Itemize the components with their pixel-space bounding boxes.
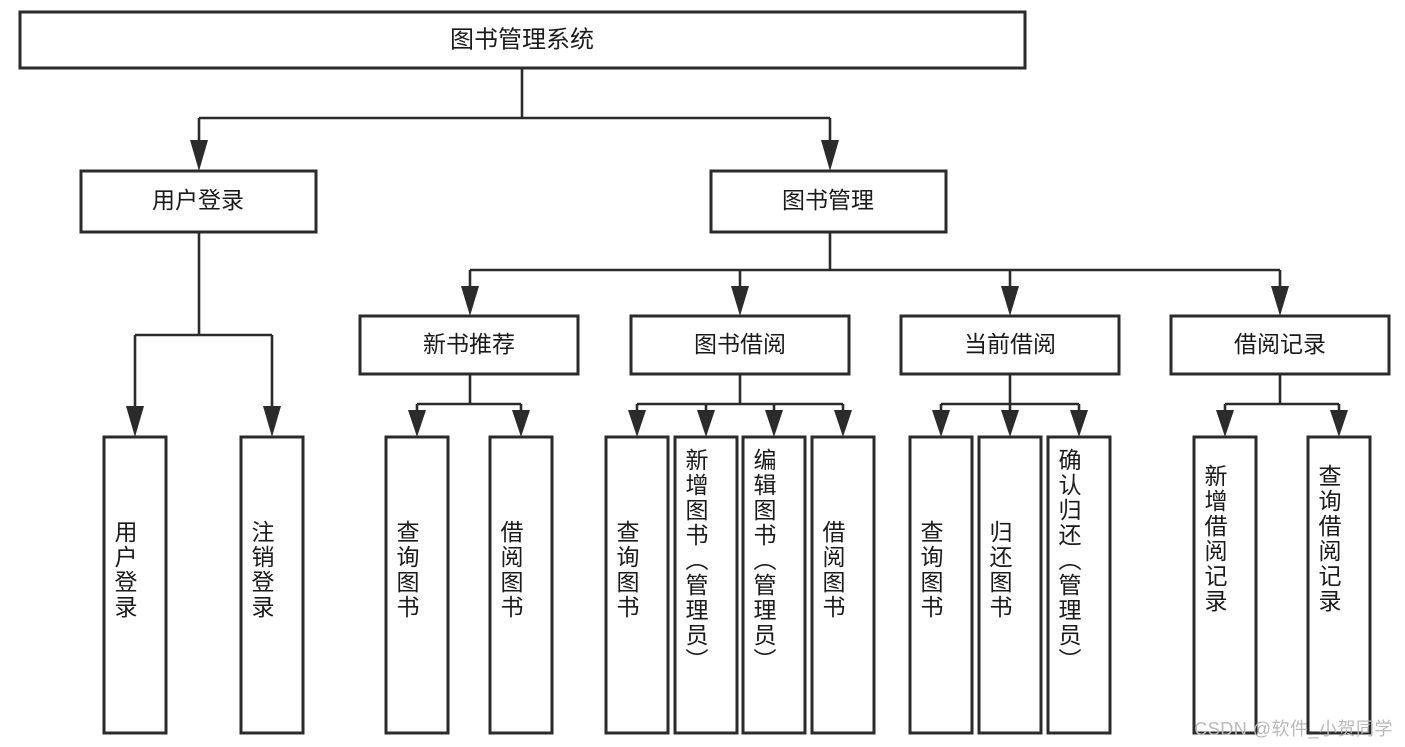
node-leaf-query-record-box[interactable] [1306,435,1372,735]
node-new-book-rec[interactable]: 新书推荐 [358,314,580,376]
node-leaf-return-book-box[interactable] [977,435,1043,735]
node-book-manage[interactable]: 图书管理 [709,169,948,234]
node-new-book-rec-label: 新书推荐 [423,331,515,357]
node-book-borrow-label: 图书借阅 [694,331,786,357]
node-leaf-borrow-book-2-box[interactable] [810,435,876,735]
node-leaf-edit-book-box[interactable] [741,435,807,735]
node-leaf-query-book-1-label: 查询图书 [393,520,419,620]
arrow-head-leaf-borrow-book-2 [834,410,852,437]
leaf-boxes [102,435,1372,735]
arrow-head-leaf-query-book-1 [408,410,426,437]
node-leaf-query-record-label: 查询借阅记录 [1315,464,1341,614]
node-leaf-add-book-label: 新增图书（管理员） [682,448,708,673]
arrow-head-leaf-borrow-book-1 [512,410,530,437]
connectors-borrow-record-to-leaves [1216,374,1348,437]
node-current-borrow-label: 当前借阅 [964,331,1056,357]
node-user-login-label: 用户登录 [152,187,244,213]
node-leaf-borrow-book-1-box[interactable] [488,435,554,735]
connectors-root-to-level2 [190,68,839,171]
arrow-head-leaf-return-book [1001,410,1019,437]
node-borrow-record-box[interactable] [1169,314,1391,376]
node-leaf-confirm-return-box[interactable] [1046,435,1112,735]
arrow-head-leaf-logout [263,406,281,437]
node-book-manage-label: 图书管理 [782,187,874,213]
node-leaf-borrow-book-1-label: 借阅图书 [497,520,523,620]
node-book-borrow-box[interactable] [629,314,851,376]
node-current-borrow[interactable]: 当前借阅 [899,314,1121,376]
arrow-head-leaf-edit-book [765,410,783,437]
node-leaf-logout-box[interactable] [239,435,305,735]
connectors-new-book-rec-to-leaves [408,374,530,437]
arrow-head-leaf-query-book-2 [628,410,646,437]
node-leaf-query-book-3-label: 查询图书 [917,520,943,620]
arrow-head-leaf-query-record [1330,410,1348,437]
node-user-login-box[interactable] [79,169,318,234]
csdn-watermark: CSDN @软件_小贺同学 [1194,719,1393,739]
node-leaf-query-book-2-label: 查询图书 [613,520,639,620]
arrow-head-leaf-user-login [126,406,144,437]
node-leaf-add-record-label: 新增借阅记录 [1201,464,1227,614]
node-book-manage-box[interactable] [709,169,948,234]
node-root-box[interactable] [18,10,1027,70]
arrow-head-new-book-rec [461,286,479,316]
node-leaf-borrow-book-2-label: 借阅图书 [819,520,845,620]
node-root-label: 图书管理系统 [450,26,594,53]
node-new-book-rec-box[interactable] [358,314,580,376]
arrow-head-user-login [190,140,208,171]
node-current-borrow-box[interactable] [899,314,1121,376]
arrow-head-current-borrow [1001,286,1019,316]
arrow-head-leaf-add-record [1216,410,1234,437]
node-borrow-record-label: 借阅记录 [1234,331,1326,357]
node-leaf-add-record-box[interactable] [1192,435,1258,735]
arrow-head-borrow-record [1271,286,1289,316]
arrow-head-leaf-query-book-3 [932,410,950,437]
connectors-book-manage-to-level3 [461,232,1289,316]
arrow-head-book-manage [821,140,839,171]
node-leaf-user-login-box[interactable] [102,435,168,735]
node-leaf-logout-label: 注销登录 [248,520,274,620]
arrow-head-book-borrow [731,286,749,316]
node-user-login[interactable]: 用户登录 [79,169,318,234]
arrow-head-leaf-confirm-return [1070,410,1088,437]
node-leaf-query-book-2-box[interactable] [604,435,670,735]
node-leaf-user-login-label: 用户登录 [111,520,137,620]
arrow-head-leaf-add-book [697,410,715,437]
connectors-book-borrow-to-leaves [628,374,852,437]
connectors-user-login-to-leaves [126,232,281,437]
node-leaf-query-book-3-box[interactable] [908,435,974,735]
node-borrow-record[interactable]: 借阅记录 [1169,314,1391,376]
node-root[interactable]: 图书管理系统 [18,10,1027,70]
connectors-current-borrow-to-leaves [932,374,1088,437]
node-leaf-edit-book-label: 编辑图书（管理员） [750,448,776,673]
node-book-borrow[interactable]: 图书借阅 [629,314,851,376]
node-leaf-query-book-1-box[interactable] [384,435,450,735]
node-leaf-return-book-label: 归还图书 [986,520,1012,620]
node-leaf-confirm-return-label: 确认归还（管理员） [1055,448,1081,673]
node-leaf-add-book-box[interactable] [673,435,739,735]
